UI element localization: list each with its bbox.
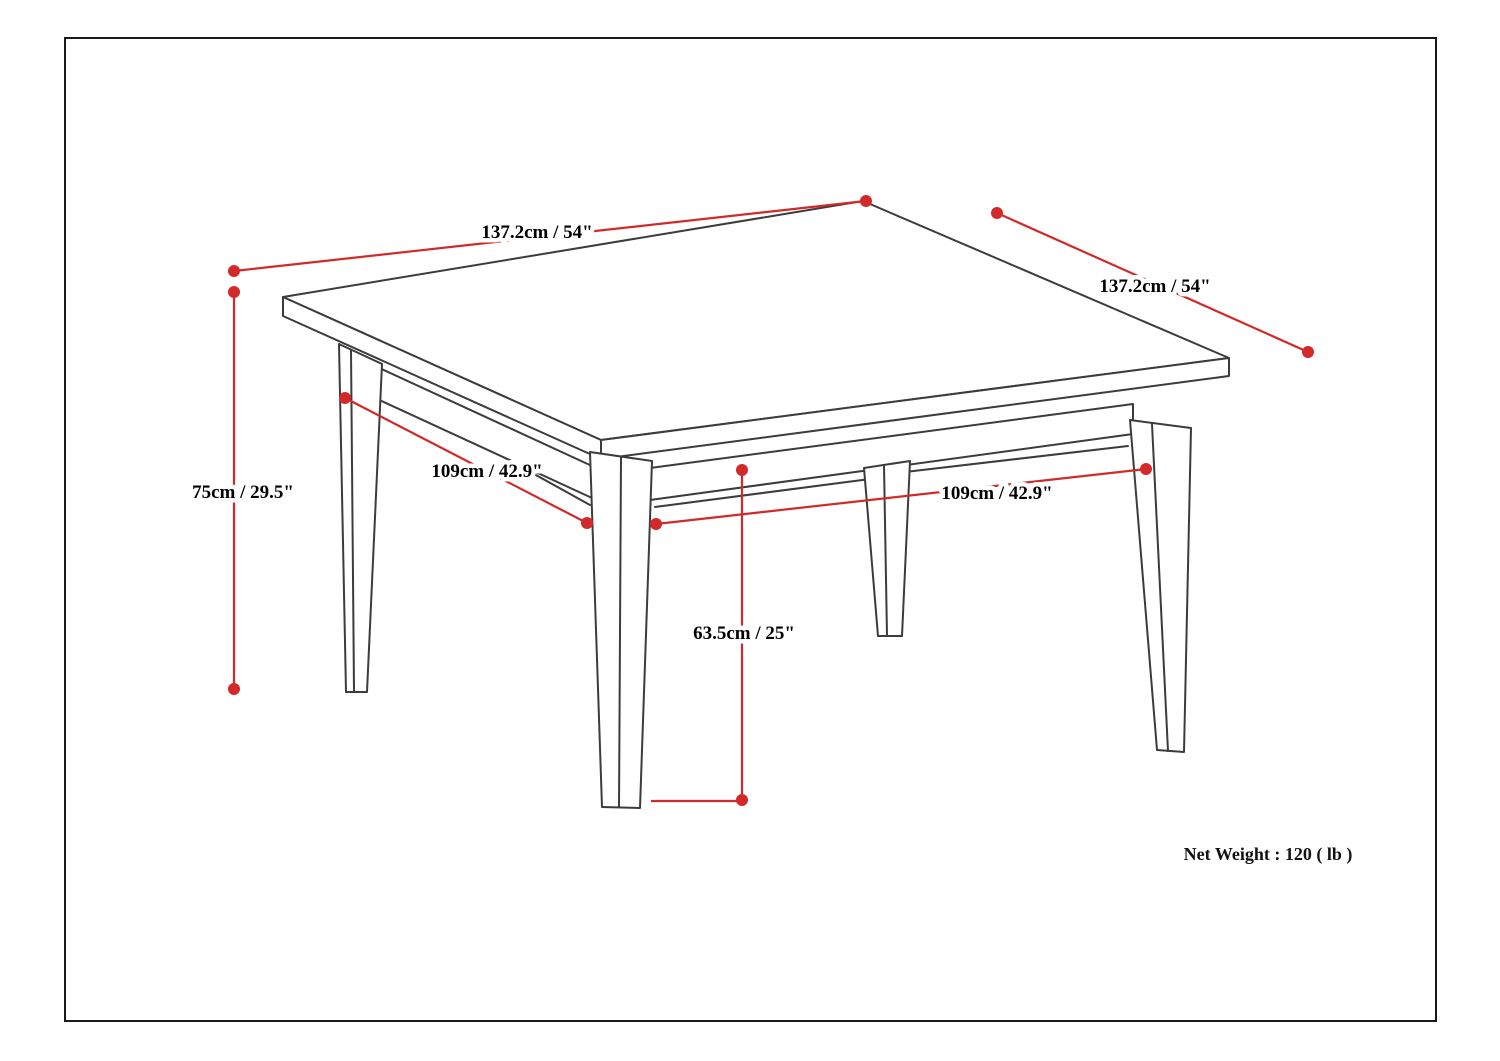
dimension-label-overall-height: 75cm / 29.5" <box>192 482 294 503</box>
dimension-endpoint-dot <box>1302 346 1314 358</box>
table-leg-back <box>863 460 911 637</box>
dimension-endpoint-dot <box>228 265 240 277</box>
table-leg-right-edge <box>1151 423 1169 752</box>
table-leg-back-edge <box>883 464 888 637</box>
dimension-endpoint-dot <box>736 464 748 476</box>
table-leg-left-edge <box>350 349 355 692</box>
dimension-label-leg-spacing-right: 109cm / 42.9" <box>941 483 1052 504</box>
table-leg-left <box>338 343 383 693</box>
table-leg-front-edge <box>618 457 622 808</box>
rear-apron-line <box>654 478 871 508</box>
dimension-endpoint-dot <box>581 517 593 529</box>
dimension-label-apron-clearance: 63.5cm / 25" <box>693 623 795 644</box>
dimension-endpoint-dot <box>228 683 240 695</box>
dimension-line-top-depth <box>996 211 1309 354</box>
dimension-endpoint-dot <box>991 207 1003 219</box>
dimension-endpoint-dot <box>650 518 662 530</box>
dimension-label-top-depth: 137.2cm / 54" <box>1099 276 1210 297</box>
dimension-endpoint-dot <box>1140 463 1152 475</box>
dimension-line-top-width <box>233 199 867 273</box>
dimension-endpoint-dot <box>228 286 240 298</box>
page-border <box>64 37 1437 1022</box>
table-drawing <box>282 200 1230 809</box>
dimension-label-top-width: 137.2cm / 54" <box>481 222 592 243</box>
net-weight-label: Net Weight : 120 ( lb ) <box>1184 844 1353 865</box>
dimension-endpoint-dot <box>860 195 872 207</box>
rear-apron-line <box>904 445 1129 473</box>
dimension-annotations <box>228 195 1314 806</box>
dimension-line-leg-spacing-left <box>344 397 588 524</box>
dimension-label-leg-spacing-left: 109cm / 42.9" <box>431 461 542 482</box>
dimension-line-leg-spacing-right <box>655 467 1147 526</box>
dimension-endpoint-dot <box>339 392 351 404</box>
dimension-endpoint-dot <box>736 794 748 806</box>
